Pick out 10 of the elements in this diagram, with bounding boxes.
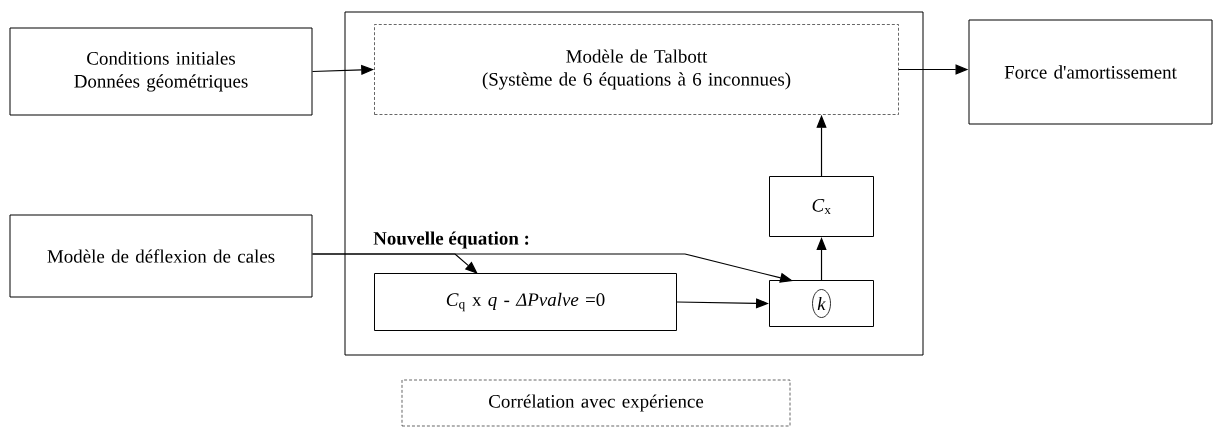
note-box: Corrélation avec expérience [401, 379, 791, 427]
equation-box: C$_{q}$ x q - ΔPvalve =0 [374, 273, 677, 331]
input-box: Conditions initiales Données géométriques [9, 27, 313, 116]
system-frame [344, 11, 924, 356]
output-box: Force d'amortissement [968, 19, 1213, 125]
model-box: Modèle de Talbott (Système de 6 équations à 6 inconnues) [374, 24, 899, 115]
process-box: C$_{x}$ [769, 176, 874, 237]
heading: Nouvelle équation : [373, 231, 529, 249]
process-box: k [769, 280, 874, 327]
input-box: Modèle de déflexion de cales [9, 214, 313, 298]
